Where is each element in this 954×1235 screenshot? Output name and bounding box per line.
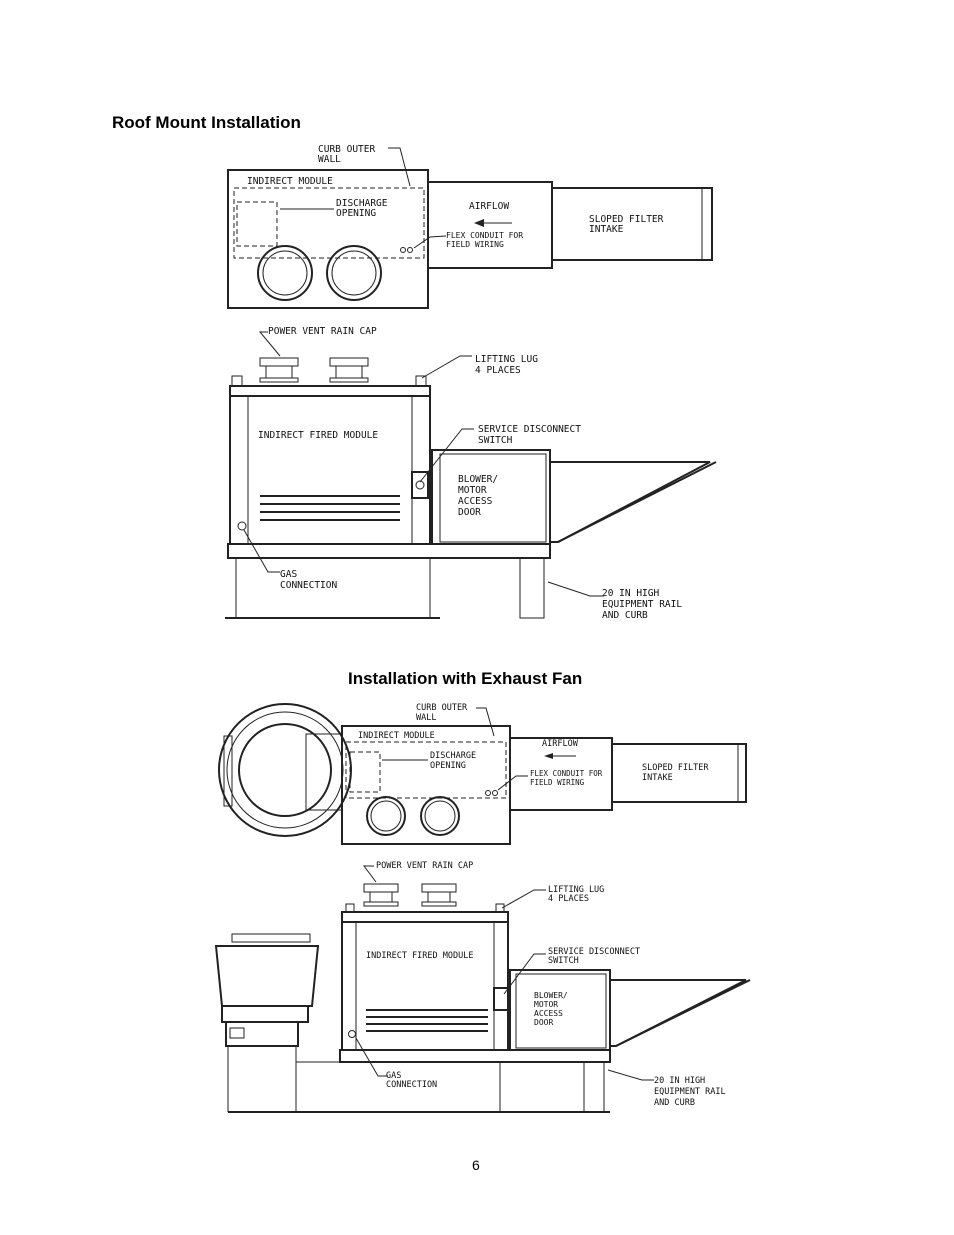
exhaust-fan-housing [214,945,320,1007]
label-power-vent: POWER VENT RAIN CAP [376,861,473,871]
label-power-vent: POWER VENT RAIN CAP [268,326,377,337]
lifting-lug-left [231,375,243,387]
rain-cap-left [363,883,399,893]
service-disconnect-switch [493,987,509,1011]
label-curb-outer-wall: CURB OUTER [318,144,375,155]
label-service-disconnect-2: SWITCH [478,435,513,446]
label-gas-2: CONNECTION [280,580,337,591]
label-airflow: AIRFLOW [469,201,509,212]
indirect-module-outline [341,725,511,845]
unit-base-rail [227,543,551,559]
heading-roof-mount: Roof Mount Installation [112,113,301,132]
label-indirect-fired-module: INDIRECT FIRED MODULE [366,951,473,961]
label-lifting-lug: LIFTING LUG [475,354,538,365]
roof-mount-top-view: CURB OUTER WALL INDIRECT MODULE DISCHARG… [227,144,713,309]
label-blower: BLOWER/ [458,474,498,485]
label-service-disconnect-2: SWITCH [548,956,579,966]
label-lifting-lug: LIFTING LUG [548,885,604,895]
curb-outer-wall-outline [233,187,425,259]
sloped-filter-outline [611,743,747,803]
label-discharge-opening: DISCHARGE [430,751,476,761]
vent-circle-left-inner [262,250,308,296]
lifting-lug-right [415,375,427,387]
label-flex-conduit-2: FIELD WIRING [446,240,504,249]
rain-cap-right [329,357,369,367]
conduit-hole [400,247,406,253]
label-curb-outer-wall: CURB OUTER [416,703,468,713]
sloped-filter-outline [551,187,713,261]
label-blower-2: MOTOR [458,485,487,496]
module-top-rail [341,911,509,923]
module-top-rail [229,385,431,397]
gas-connection-fitting [237,521,247,531]
label-rail-2: EQUIPMENT RAIL [654,1087,726,1097]
rain-cap-right [421,883,457,893]
label-rail: 20 IN HIGH [654,1076,705,1086]
sloped-filter-side [549,461,711,543]
label-sloped-filter-2: INTAKE [589,224,624,235]
gas-connection-fitting [348,1030,356,1038]
module-louvers [366,1009,488,1032]
label-rail-2: EQUIPMENT RAIL [602,599,682,610]
label-blower-3: ACCESS [458,496,493,507]
roof-mount-side-view: POWER VENT RAIN CAP LIFTING LUG 4 PLACES… [225,326,717,621]
label-rail: 20 IN HIGH [602,588,659,599]
heading-exhaust-fan: Installation with Exhaust Fan [348,669,583,688]
vent-circle-right [420,796,460,836]
exhaust-fan-top-view: CURB OUTER WALL INDIRECT MODULE DISCHARG… [218,703,747,845]
label-flex-conduit: FLEX CONDUIT FOR [530,769,603,778]
vent-circle-left [257,245,313,301]
exhaust-fan-side-view: POWER VENT RAIN CAP LIFTING LUG 4 PLACES… [214,861,751,1113]
vent-circle-right [326,245,382,301]
label-airflow: AIRFLOW [542,739,579,749]
label-service-disconnect: SERVICE DISCONNECT [478,424,581,435]
label-gas: GAS [386,1071,401,1081]
label-flex-conduit-2: FIELD WIRING [530,778,585,787]
discharge-opening-outline [236,201,278,247]
label-service-disconnect: SERVICE DISCONNECT [548,947,640,957]
label-discharge-opening-2: OPENING [430,761,466,771]
label-indirect-module: INDIRECT MODULE [247,176,333,187]
label-indirect-fired-module: INDIRECT FIRED MODULE [258,430,378,441]
indirect-module-outline [227,169,429,309]
sloped-filter-side [609,979,747,1047]
module-louvers [260,495,400,521]
page-number: 6 [472,1157,480,1173]
service-disconnect-switch [411,471,429,499]
exhaust-fan-circle [218,703,352,837]
discharge-opening-outline [349,751,381,793]
label-lifting-lug-2: 4 PLACES [548,894,589,904]
label-sloped-filter-2: INTAKE [642,773,673,783]
label-blower: BLOWER/ [534,991,568,1000]
label-blower-3: ACCESS [534,1009,563,1018]
label-sloped-filter: SLOPED FILTER [589,214,664,225]
label-gas-2: CONNECTION [386,1080,437,1090]
label-gas: GAS [280,569,297,580]
blower-section-outline [427,181,553,269]
label-sloped-filter: SLOPED FILTER [642,763,709,773]
label-blower-2: MOTOR [534,1000,558,1009]
label-indirect-module: INDIRECT MODULE [358,731,435,741]
label-rail-3: AND CURB [654,1098,695,1108]
label-curb-outer-wall-2: WALL [416,713,436,723]
label-flex-conduit: FLEX CONDUIT FOR [446,231,523,240]
label-rail-3: AND CURB [602,610,648,621]
label-discharge-opening-2: OPENING [336,208,376,219]
unit-base-rail [339,1049,611,1063]
label-blower-4: DOOR [458,507,481,518]
conduit-hole [407,247,413,253]
equipment-rail [519,557,545,619]
label-blower-4: DOOR [534,1018,553,1027]
label-discharge-opening: DISCHARGE [336,198,388,209]
vent-circle-left [366,796,406,836]
exhaust-fan-cap [231,933,311,943]
indirect-fired-module-outline [229,395,431,545]
equipment-rail [583,1061,605,1113]
vent-circle-right-inner [331,250,377,296]
label-curb-outer-wall-2: WALL [318,154,341,165]
rain-cap-left [259,357,299,367]
label-lifting-lug-2: 4 PLACES [475,365,521,376]
